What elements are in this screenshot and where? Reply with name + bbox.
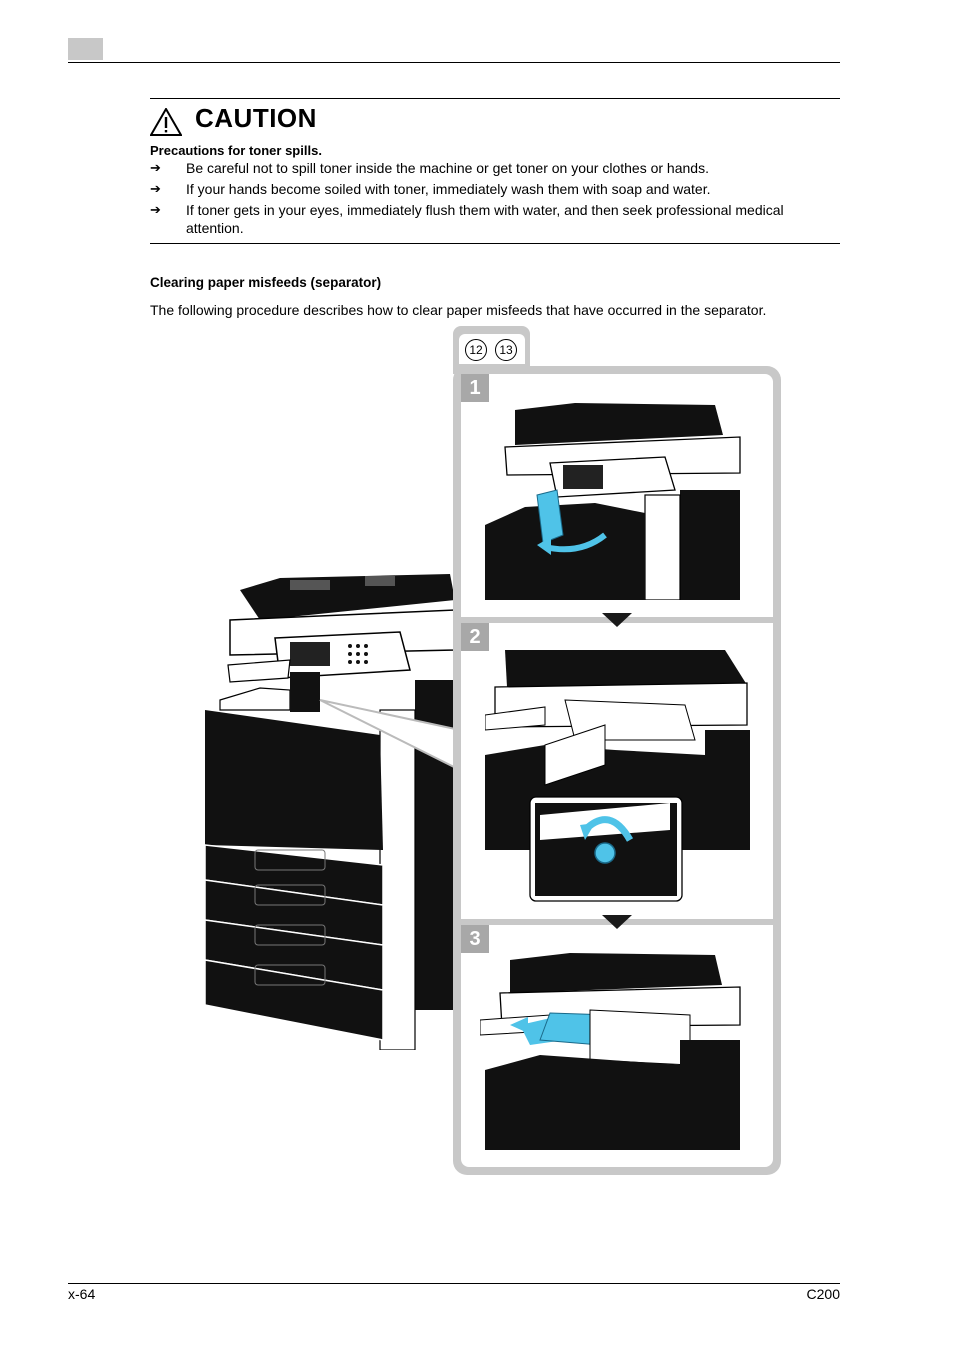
circled-number: 12 xyxy=(465,339,487,361)
copier-illustration xyxy=(204,574,460,1050)
footer-rule xyxy=(68,1283,840,1284)
arrow-icon: ➔ xyxy=(150,160,161,175)
step-3-illustration xyxy=(480,953,741,1150)
caution-subtitle: Precautions for toner spills. xyxy=(150,143,322,158)
section-title: Clearing paper misfeeds (separator) xyxy=(150,275,382,290)
page-number: x-64 xyxy=(68,1286,96,1302)
chapter-tab-marker xyxy=(68,38,103,60)
step-number: 2 xyxy=(461,623,489,651)
circled-number: 13 xyxy=(495,339,517,361)
warning-triangle-icon xyxy=(150,108,182,136)
step-2-illustration xyxy=(485,650,750,902)
arrow-icon: ➔ xyxy=(150,202,161,217)
caution-item: If toner gets in your eyes, immediately … xyxy=(186,202,784,236)
caution-item: Be careful not to spill toner inside the… xyxy=(186,160,709,176)
caution-title: CAUTION xyxy=(195,103,317,133)
header-rule xyxy=(68,62,840,63)
step-number: 1 xyxy=(461,374,489,402)
section-body: The following procedure describes how to… xyxy=(150,302,767,318)
arrow-icon: ➔ xyxy=(150,181,161,196)
step-arrow-icon xyxy=(602,613,632,627)
model-name: C200 xyxy=(806,1286,840,1302)
caution-item: If your hands become soiled with toner, … xyxy=(186,181,711,197)
caution-top-rule xyxy=(150,98,840,99)
step-number: 3 xyxy=(461,925,489,953)
step-arrow-icon xyxy=(602,915,632,929)
step-1-illustration xyxy=(485,403,741,600)
caution-bottom-rule xyxy=(150,243,840,244)
